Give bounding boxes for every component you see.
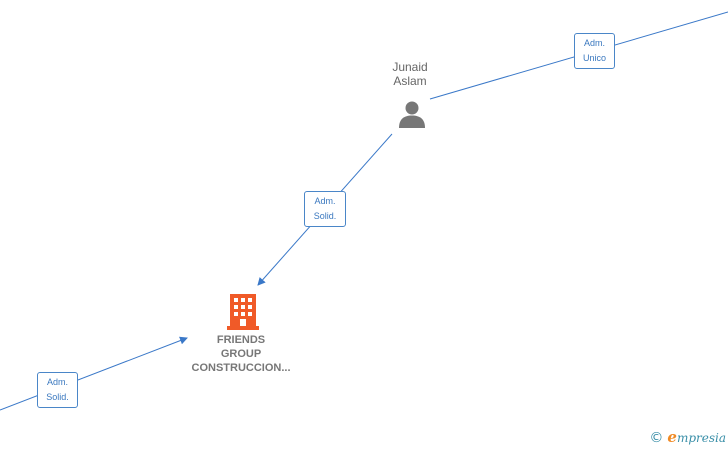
brand-e: e (667, 428, 677, 446)
edge-bottom-left (0, 336, 188, 411)
edge-label-bottom-left-line1: Adm. (46, 377, 68, 387)
edge-label-person-to-company-line2: Solid. (313, 211, 337, 221)
company-name-line2: GROUP (220, 348, 262, 360)
person-name-line2: Aslam (393, 74, 427, 88)
edge-label-person-to-company-line1: Adm. (314, 196, 336, 206)
edge-label-bottom-left[interactable]: Adm. Solid. (37, 372, 78, 408)
company-name-line1: FRIENDS (216, 334, 266, 346)
edge-label-person-to-company[interactable]: Adm. Solid. (304, 191, 346, 227)
edge-label-top-right-line2: Unico (582, 53, 606, 63)
brand-watermark: ©empresia (649, 428, 726, 446)
building-icon[interactable] (227, 294, 259, 330)
company-name-line3: CONSTRUCCION... (191, 362, 291, 374)
edge-label-top-right[interactable]: Adm. Unico (574, 33, 615, 69)
edge-label-top-right-line1: Adm. (583, 38, 605, 48)
company-name[interactable]: FRIENDS GROUP CONSTRUCCION... (171, 333, 311, 375)
copyright-symbol: © (649, 430, 664, 446)
person-icon[interactable] (397, 99, 427, 129)
brand-name: mpresia (676, 431, 726, 445)
person-name[interactable]: Junaid Aslam (379, 60, 441, 88)
person-name-line1: Junaid (392, 60, 428, 74)
edge-label-bottom-left-line2: Solid. (46, 392, 69, 402)
